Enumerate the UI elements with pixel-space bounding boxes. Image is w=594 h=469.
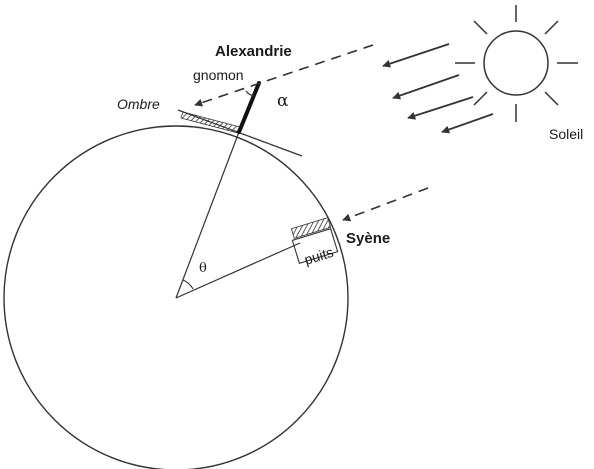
- radius-syene: [175, 242, 301, 299]
- sun-rays: [382, 43, 494, 134]
- label-soleil: Soleil: [549, 126, 583, 142]
- label-ombre: Ombre: [117, 96, 160, 112]
- gnomon-stick: [237, 81, 261, 134]
- sun-ray-arrow: [441, 113, 494, 134]
- sun-ray-arrow: [392, 74, 460, 100]
- puits-well: [290, 217, 339, 265]
- label-theta: θ: [199, 261, 207, 276]
- theta-angle-arc: [182, 279, 194, 290]
- dashed-ray-syene: [342, 187, 429, 222]
- sun-ray-arrow: [407, 96, 474, 120]
- radius-alexandrie: [175, 131, 240, 299]
- sun-ray-arrow: [382, 43, 450, 68]
- label-gnomon: gnomon: [193, 67, 244, 83]
- earth-circle: [3, 125, 349, 469]
- gnomon-angle-arc: [245, 90, 255, 97]
- label-puits: puits: [302, 244, 335, 268]
- label-syene: Syène: [346, 230, 390, 247]
- dashed-ray-alexandrie: [194, 44, 374, 107]
- label-alpha: α: [277, 91, 289, 111]
- label-alexandrie: Alexandrie: [215, 43, 292, 60]
- sun-icon: [455, 5, 578, 122]
